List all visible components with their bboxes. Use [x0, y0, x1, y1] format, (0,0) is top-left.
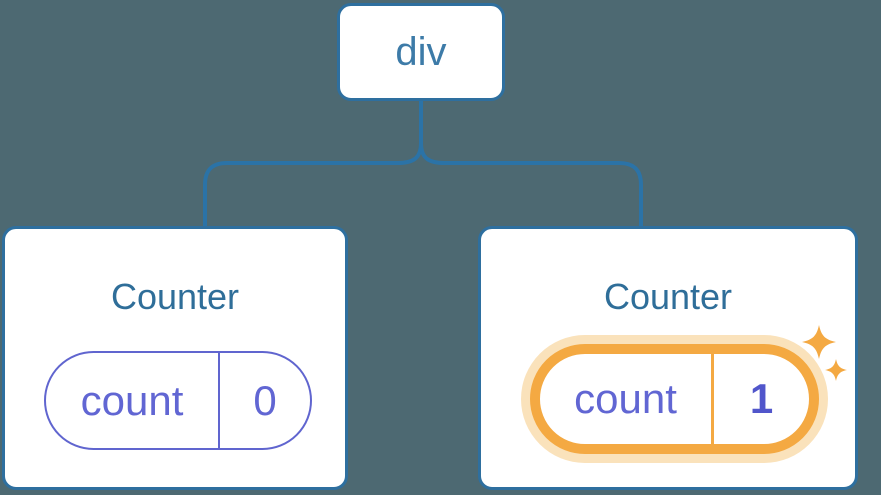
root-node-div: div	[337, 3, 505, 101]
sparkle-icons	[802, 325, 847, 381]
counter-card-left: Counter count 0	[2, 226, 348, 490]
connector-branch-left	[203, 142, 423, 226]
sparkle-large-icon	[802, 325, 836, 359]
connector-branch-right	[419, 142, 643, 226]
sparkle-small-icon	[825, 359, 847, 381]
state-pill: count 0	[44, 351, 312, 450]
state-key-label: count	[574, 375, 677, 422]
counter-card-right: Counter count 1	[478, 226, 858, 490]
card-title: Counter	[110, 276, 240, 317]
state-pill-highlighted: count 1	[530, 344, 819, 454]
state-key-label: count	[80, 376, 184, 424]
root-node-label: div	[395, 29, 447, 74]
state-value: 0	[218, 353, 310, 448]
state-value: 1	[711, 354, 809, 444]
card-title: Counter	[603, 276, 733, 317]
